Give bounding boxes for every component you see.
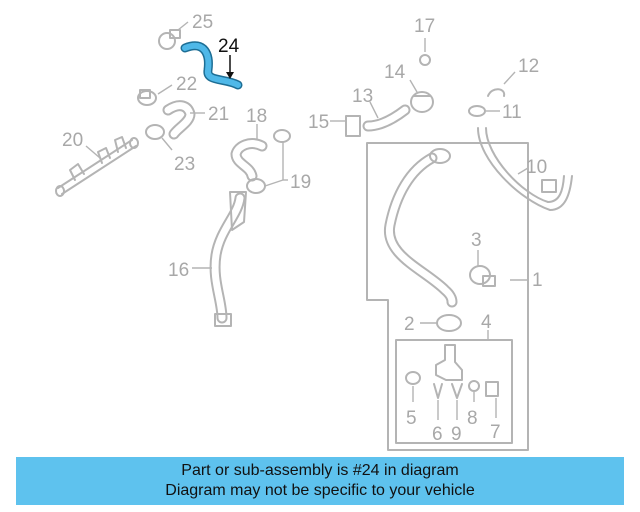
assembly-4-outline <box>395 339 513 444</box>
callout-13: 13 <box>352 86 373 107</box>
callout-14: 14 <box>384 62 406 83</box>
sensor-7[interactable] <box>485 381 499 397</box>
cap-14[interactable] <box>410 91 434 113</box>
callout-22: 22 <box>176 74 197 95</box>
callout-19: 19 <box>290 172 311 193</box>
callout-24: 24 <box>218 36 240 57</box>
banner-line-2: Diagram may not be specific to your vehi… <box>165 482 475 499</box>
clip-12[interactable] <box>487 88 506 97</box>
callout-15: 15 <box>308 112 329 133</box>
callout-25: 25 <box>192 12 213 33</box>
callout-12: 12 <box>518 56 539 77</box>
callout-18: 18 <box>246 106 267 127</box>
callout-9: 9 <box>451 424 462 445</box>
callout-8: 8 <box>467 408 478 429</box>
callout-16: 16 <box>168 260 189 281</box>
oring-17[interactable] <box>419 54 431 66</box>
callout-5: 5 <box>406 408 417 429</box>
callout-6: 6 <box>432 424 443 445</box>
clamp-23[interactable] <box>145 124 165 140</box>
callout-2: 2 <box>404 314 415 335</box>
callout-10: 10 <box>526 157 547 178</box>
oring-5[interactable] <box>405 371 421 385</box>
callout-23: 23 <box>174 154 195 175</box>
valve-3[interactable] <box>469 265 496 287</box>
assembly-1-outline <box>366 142 529 451</box>
clamp-25[interactable] <box>158 29 181 50</box>
callout-17: 17 <box>414 16 435 37</box>
callout-21: 21 <box>208 104 229 125</box>
pipe-20[interactable] <box>55 136 139 197</box>
callout-4: 4 <box>481 312 492 333</box>
fitting-4[interactable] <box>435 330 489 381</box>
callout-1: 1 <box>532 270 543 291</box>
pipe-10[interactable] <box>477 127 573 211</box>
callout-20: 20 <box>62 130 83 151</box>
hose-18[interactable] <box>230 138 268 182</box>
clip-6[interactable] <box>433 383 443 399</box>
clip-9[interactable] <box>451 383 463 399</box>
oring-11[interactable] <box>468 105 486 117</box>
banner-line-1: Part or sub-assembly is #24 in diagram <box>181 462 459 479</box>
hose-13[interactable] <box>362 104 411 132</box>
clamp-2[interactable] <box>436 314 462 332</box>
hose-24[interactable] <box>180 41 243 90</box>
pipe-16[interactable] <box>209 191 247 327</box>
clamp-22[interactable] <box>137 89 157 106</box>
hose-21[interactable] <box>162 100 196 140</box>
callout-11: 11 <box>502 102 522 123</box>
oring-8[interactable] <box>468 380 480 392</box>
flange-15[interactable] <box>345 115 361 137</box>
callout-7: 7 <box>490 422 501 443</box>
hose-1-internal[interactable] <box>383 148 458 308</box>
callout-3: 3 <box>471 230 482 251</box>
info-banner: Part or sub-assembly is #24 in diagram D… <box>16 457 624 505</box>
